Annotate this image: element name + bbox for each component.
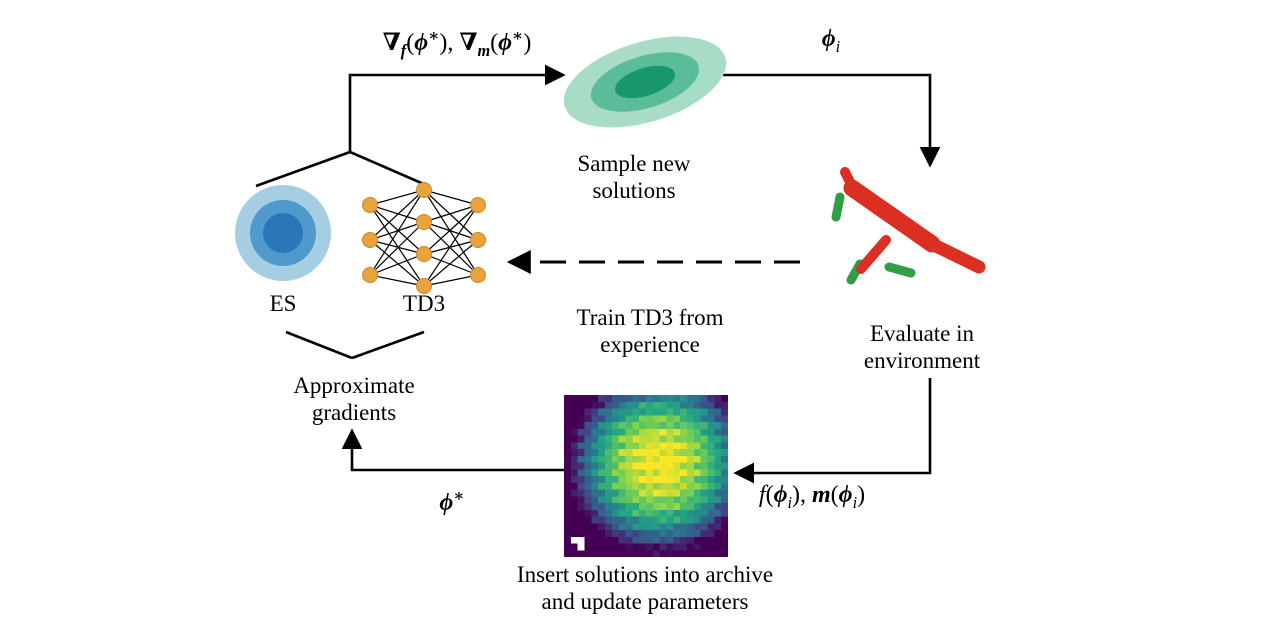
es-node <box>235 185 331 281</box>
evaluate-label-line1: Evaluate in <box>869 321 975 346</box>
sample-label-line2: solutions <box>592 178 676 203</box>
arrow-sample-to-evaluate <box>723 73 941 168</box>
evaluate-label-line2: environment <box>863 348 981 373</box>
converge-right-line <box>351 330 425 360</box>
nn-node <box>362 197 378 213</box>
nn-node <box>362 232 378 248</box>
nn-node <box>362 267 378 283</box>
sample-label: Sample new solutions <box>577 150 690 204</box>
archive-label-line2: and update parameters <box>541 589 749 614</box>
roof-left-line <box>255 150 351 188</box>
train-td3-label: Train TD3 from experience <box>577 304 724 358</box>
td3-label: TD3 <box>402 291 446 316</box>
robot-left-leg <box>856 235 891 274</box>
robot-right-leg <box>923 236 986 274</box>
robot-torso <box>843 179 941 253</box>
arrow-archive-to-gradients <box>341 428 564 472</box>
arrow-gradients-to-sample <box>348 64 566 152</box>
gradient-label: ∇f(ϕ∗), ∇m(ϕ∗) <box>382 26 532 60</box>
nn-node <box>470 197 486 213</box>
arrow-evaluate-to-archive <box>733 378 932 484</box>
robot-left-foot <box>831 192 845 222</box>
gradients-label: Approximate gradients <box>293 372 414 426</box>
robot-bottom-foot <box>884 262 916 278</box>
phi-i-label: ϕi <box>821 26 841 56</box>
sample-label-line1: Sample new <box>577 151 691 176</box>
nn-node <box>470 232 486 248</box>
distribution-inner-ellipse <box>615 65 675 99</box>
td3-network-nodes <box>362 182 486 294</box>
es-label: ES <box>269 291 297 316</box>
archive-label-line1: Insert solutions into archive <box>516 562 774 587</box>
fitness-measure-label: f(ϕi), m(ϕi) <box>758 482 866 512</box>
es-inner-circle <box>263 213 303 253</box>
nabla-symbol: ∇ <box>382 30 401 56</box>
archive-heatmap <box>564 395 728 557</box>
nn-node <box>416 246 432 262</box>
td3-network-edges <box>369 189 479 287</box>
phi-star-label: ϕ∗ <box>439 486 465 516</box>
gradients-label-line1: Approximate <box>293 373 415 398</box>
archive-label: Insert solutions into archive and update… <box>517 561 773 615</box>
train-td3-label-line2: experience <box>600 332 700 357</box>
connector-arrows <box>255 64 941 484</box>
nn-node <box>416 182 432 198</box>
gradients-label-line2: gradients <box>311 400 397 425</box>
converge-left-line <box>285 330 353 360</box>
roof-right-line <box>349 150 427 187</box>
nn-node <box>416 278 432 294</box>
nabla-symbol: ∇ <box>459 30 478 56</box>
train-td3-label-line1: Train TD3 from <box>576 305 724 330</box>
evaluate-label: Evaluate in environment <box>864 320 980 374</box>
nn-node <box>416 214 432 230</box>
distribution-node <box>563 36 727 128</box>
evaluate-robot <box>831 167 986 285</box>
nn-node <box>470 267 486 283</box>
